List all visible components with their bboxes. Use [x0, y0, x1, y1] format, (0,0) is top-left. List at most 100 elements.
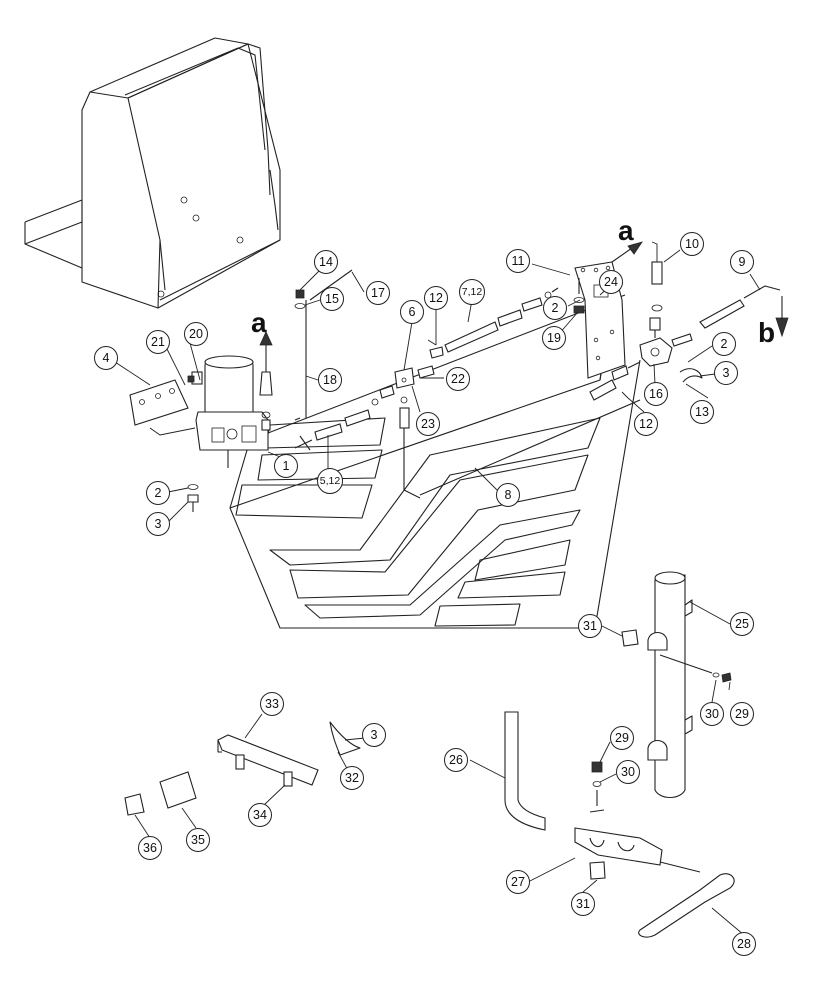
mount-plate — [129, 379, 196, 436]
svg-text:7,12: 7,12 — [462, 286, 483, 298]
svg-text:12: 12 — [639, 417, 653, 431]
callout-19: 19 — [542, 326, 566, 350]
callout-24: 24 — [599, 270, 623, 294]
svg-text:19: 19 — [547, 331, 561, 345]
callout-29b: 29 — [730, 702, 754, 726]
lower-bracket — [124, 721, 361, 816]
arrow-label-a-left: a — [251, 307, 267, 338]
svg-text:29: 29 — [615, 731, 629, 745]
svg-text:15: 15 — [325, 292, 339, 306]
svg-text:2: 2 — [155, 486, 162, 500]
callout-8: 8 — [496, 483, 520, 507]
callout-10: 10 — [680, 232, 704, 256]
svg-text:24: 24 — [604, 275, 618, 289]
callout-33: 33 — [260, 692, 284, 716]
callout-15: 15 — [320, 287, 344, 311]
callout-31b: 31 — [571, 892, 595, 916]
callout-9: 9 — [730, 250, 754, 274]
svg-text:5,12: 5,12 — [320, 475, 341, 487]
svg-text:30: 30 — [705, 707, 719, 721]
svg-text:33: 33 — [265, 697, 279, 711]
callout-6: 6 — [400, 300, 424, 324]
callout-2c: 2 — [712, 332, 736, 356]
callout-30b: 30 — [700, 702, 724, 726]
callout-31a: 31 — [578, 614, 602, 638]
callout-20: 20 — [184, 322, 208, 346]
callout-21: 21 — [146, 330, 170, 354]
callout-16: 16 — [644, 382, 668, 406]
callout-34: 34 — [248, 803, 272, 827]
callout-3b: 3 — [714, 361, 738, 385]
callout-14: 14 — [314, 250, 338, 274]
callout-1: 1 — [274, 454, 298, 478]
svg-text:13: 13 — [695, 405, 709, 419]
callout-11: 11 — [506, 249, 530, 273]
svg-text:16: 16 — [649, 387, 663, 401]
callout-2a: 2 — [146, 481, 170, 505]
seat-frame — [24, 37, 281, 309]
callout-23: 23 — [416, 412, 440, 436]
svg-text:3: 3 — [371, 728, 378, 742]
svg-text:23: 23 — [421, 417, 435, 431]
callout-17: 17 — [366, 281, 390, 305]
svg-text:18: 18 — [323, 373, 337, 387]
svg-text:3: 3 — [723, 366, 730, 380]
svg-text:2: 2 — [552, 301, 559, 315]
svg-text:3: 3 — [155, 517, 162, 531]
callout-28: 28 — [732, 932, 756, 956]
callout-35: 35 — [186, 828, 210, 852]
svg-text:25: 25 — [735, 617, 749, 631]
callout-5-12: 5,12 — [317, 468, 343, 494]
svg-text:32: 32 — [345, 771, 359, 785]
svg-text:12: 12 — [429, 291, 443, 305]
callout-18: 18 — [318, 368, 342, 392]
callout-30a: 30 — [616, 760, 640, 784]
callout-27: 27 — [506, 870, 530, 894]
svg-text:1: 1 — [283, 459, 290, 473]
lever-bracket — [504, 711, 735, 938]
svg-text:34: 34 — [253, 808, 267, 822]
svg-text:21: 21 — [151, 335, 165, 349]
hose-lines — [259, 241, 789, 499]
svg-text:17: 17 — [371, 286, 385, 300]
svg-text:27: 27 — [511, 875, 525, 889]
svg-text:30: 30 — [621, 765, 635, 779]
svg-text:31: 31 — [583, 619, 597, 633]
callout-26: 26 — [444, 748, 468, 772]
callout-32: 32 — [340, 766, 364, 790]
svg-text:6: 6 — [409, 305, 416, 319]
svg-text:35: 35 — [191, 833, 205, 847]
callout-22: 22 — [446, 367, 470, 391]
callout-25: 25 — [730, 612, 754, 636]
svg-text:8: 8 — [505, 488, 512, 502]
svg-text:9: 9 — [739, 255, 746, 269]
arrow-label-a-right: a — [618, 215, 634, 246]
callout-12b: 12 — [634, 412, 658, 436]
callout-4: 4 — [94, 346, 118, 370]
callout-3c: 3 — [362, 723, 386, 747]
svg-text:28: 28 — [737, 937, 751, 951]
callout-36: 36 — [138, 836, 162, 860]
arrow-label-b: b — [758, 317, 775, 348]
svg-text:20: 20 — [189, 327, 203, 341]
svg-text:22: 22 — [451, 372, 465, 386]
svg-text:10: 10 — [685, 237, 699, 251]
callout-12a: 12 — [424, 286, 448, 310]
callout-29a: 29 — [610, 726, 634, 750]
svg-text:14: 14 — [319, 255, 333, 269]
svg-text:31: 31 — [576, 897, 590, 911]
svg-text:36: 36 — [143, 841, 157, 855]
callout-13: 13 — [690, 400, 714, 424]
svg-text:11: 11 — [512, 254, 525, 268]
svg-text:4: 4 — [103, 351, 110, 365]
pump-unit — [191, 355, 269, 468]
pump-bolts — [187, 375, 199, 512]
svg-text:29: 29 — [735, 707, 749, 721]
svg-text:26: 26 — [449, 753, 463, 767]
callout-3a: 3 — [146, 512, 170, 536]
callout-7-12: 7,12 — [459, 279, 485, 305]
callout-2b: 2 — [543, 296, 567, 320]
svg-text:2: 2 — [721, 337, 728, 351]
clamp-rail — [621, 571, 732, 799]
